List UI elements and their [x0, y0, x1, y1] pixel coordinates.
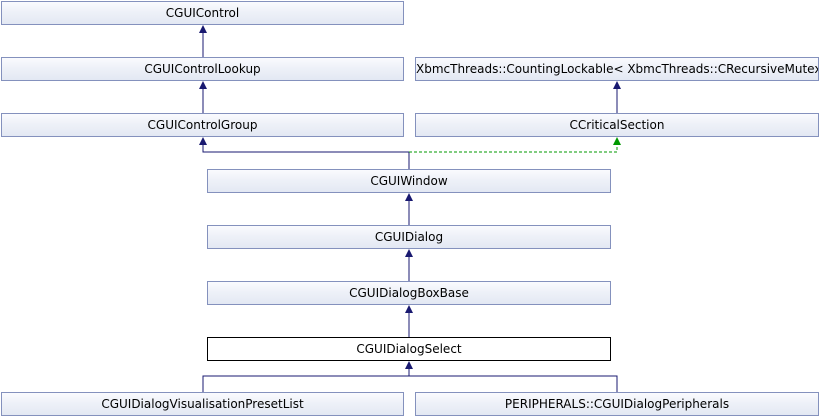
class-node-cguicontrollookup[interactable]: CGUIControlLookup: [1, 57, 404, 81]
class-node-cguicontrolgroup[interactable]: CGUIControlGroup: [1, 113, 404, 137]
edge-window-to-controlgroup: [199, 137, 410, 169]
class-node-cguidialog[interactable]: CGUIDialog: [207, 225, 611, 249]
class-node-cguidialogboxbase[interactable]: CGUIDialogBoxBase: [207, 281, 611, 305]
class-node-cguidialogselect-current: CGUIDialogSelect: [207, 337, 611, 361]
class-node-cguidialogvisualisationpresetlist[interactable]: CGUIDialogVisualisationPresetList: [1, 392, 404, 416]
class-node-cguicontrol[interactable]: CGUIControl: [1, 1, 404, 25]
edge-window-to-criticalsection: [409, 137, 621, 153]
class-node-cguiwindow[interactable]: CGUIWindow: [207, 169, 611, 193]
edge-peripherals-to-dialogselect: [409, 375, 618, 392]
edge-presetlist-to-dialogselect: [202, 361, 413, 392]
class-node-peripherals-cguidialogperipherals[interactable]: PERIPHERALS::CGUIDialogPeripherals: [415, 392, 819, 416]
class-node-counting-lockable[interactable]: XbmcThreads::CountingLockable< XbmcThrea…: [415, 57, 819, 81]
class-node-ccriticalsection[interactable]: CCriticalSection: [415, 113, 819, 137]
